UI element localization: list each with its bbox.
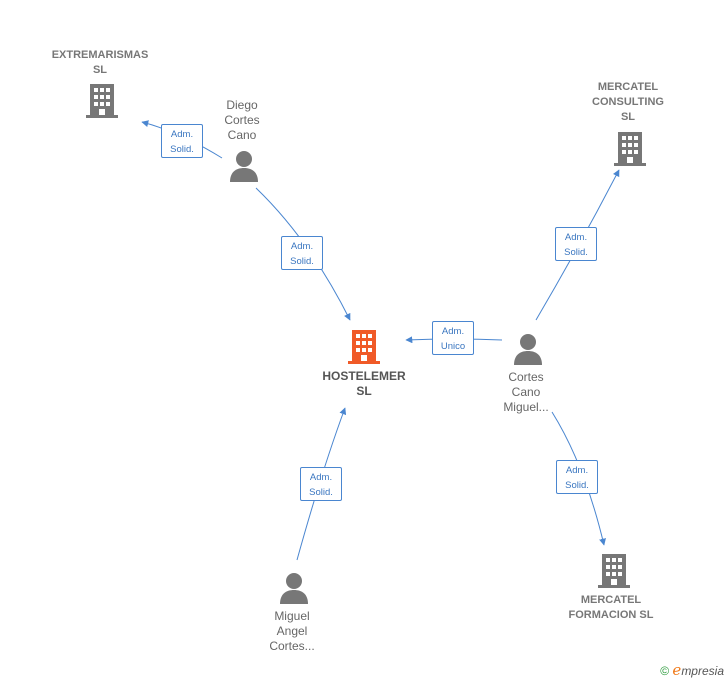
edge-type: Solid. xyxy=(170,144,194,155)
label-line: Cano xyxy=(511,385,541,399)
edge-role: Adm. xyxy=(441,326,465,337)
node-label-mercatel-formacion[interactable]: MERCATEL FORMACION SL xyxy=(556,593,666,623)
edge-role: Adm. xyxy=(564,232,588,243)
label-line: Angel xyxy=(276,624,308,638)
label-line: Cortes xyxy=(508,370,544,384)
label-line: CONSULTING xyxy=(592,96,664,108)
copyright-icon: © xyxy=(660,664,670,678)
edge-label-miguel-mercatel-formacion[interactable]: Adm. Solid. xyxy=(556,460,598,494)
label-line: Cortes... xyxy=(269,639,315,653)
label-line: Cortes xyxy=(224,113,260,127)
edge-type: Solid. xyxy=(564,247,588,258)
node-label-mercatel-consulting[interactable]: MERCATEL CONSULTING SL xyxy=(578,80,678,125)
brand-footer[interactable]: © empresia xyxy=(660,661,724,679)
person-icon[interactable] xyxy=(279,572,309,604)
edge-label-miguelangel-hostelemer[interactable]: Adm. Solid. xyxy=(300,467,342,501)
label-line: FORMACION SL xyxy=(568,609,654,621)
building-icon[interactable] xyxy=(614,130,646,166)
label-line: EXTREMARISMAS xyxy=(51,49,149,61)
label-line: Miguel... xyxy=(503,400,549,414)
edge-type: Solid. xyxy=(309,487,333,498)
building-icon-main[interactable] xyxy=(348,328,380,364)
label-line: HOSTELEMER xyxy=(322,369,406,383)
edge-type: Unico xyxy=(440,341,466,352)
edge-role: Adm. xyxy=(170,129,194,140)
person-icon[interactable] xyxy=(513,333,543,365)
label-line: MERCATEL xyxy=(597,81,659,93)
building-icon[interactable] xyxy=(598,552,630,588)
node-label-diego[interactable]: Diego Cortes Cano xyxy=(200,98,284,143)
label-line: Cano xyxy=(227,128,257,142)
node-label-cortes-cano-miguel[interactable]: Cortes Cano Miguel... xyxy=(484,370,568,415)
edge-label-diego-hostelemer[interactable]: Adm. Solid. xyxy=(281,236,323,270)
label-line: SL xyxy=(92,64,108,76)
edge-role: Adm. xyxy=(309,472,333,483)
label-line: Miguel xyxy=(274,609,310,623)
edge-type: Solid. xyxy=(565,480,589,491)
brand-logo-e: e xyxy=(672,661,682,679)
label-line: MERCATEL xyxy=(580,594,642,606)
brand-logo-text: mpresia xyxy=(681,664,724,678)
label-line: SL xyxy=(356,384,372,398)
label-line: Diego xyxy=(226,98,258,112)
edge-role: Adm. xyxy=(565,465,589,476)
node-label-hostelemer[interactable]: HOSTELEMER SL xyxy=(304,369,424,399)
node-label-miguel-angel[interactable]: Miguel Angel Cortes... xyxy=(250,609,334,654)
node-label-extremarismas[interactable]: EXTREMARISMAS SL xyxy=(40,48,160,78)
building-icon[interactable] xyxy=(86,82,118,118)
edge-label-miguel-mercatel-consulting[interactable]: Adm. Solid. xyxy=(555,227,597,261)
edge-label-miguel-hostelemer[interactable]: Adm. Unico xyxy=(432,321,474,355)
edge-type: Solid. xyxy=(290,256,314,267)
edge-role: Adm. xyxy=(290,241,314,252)
label-line: SL xyxy=(620,111,636,123)
person-icon[interactable] xyxy=(229,150,259,182)
edge-label-diego-extremarismas[interactable]: Adm. Solid. xyxy=(161,124,203,158)
